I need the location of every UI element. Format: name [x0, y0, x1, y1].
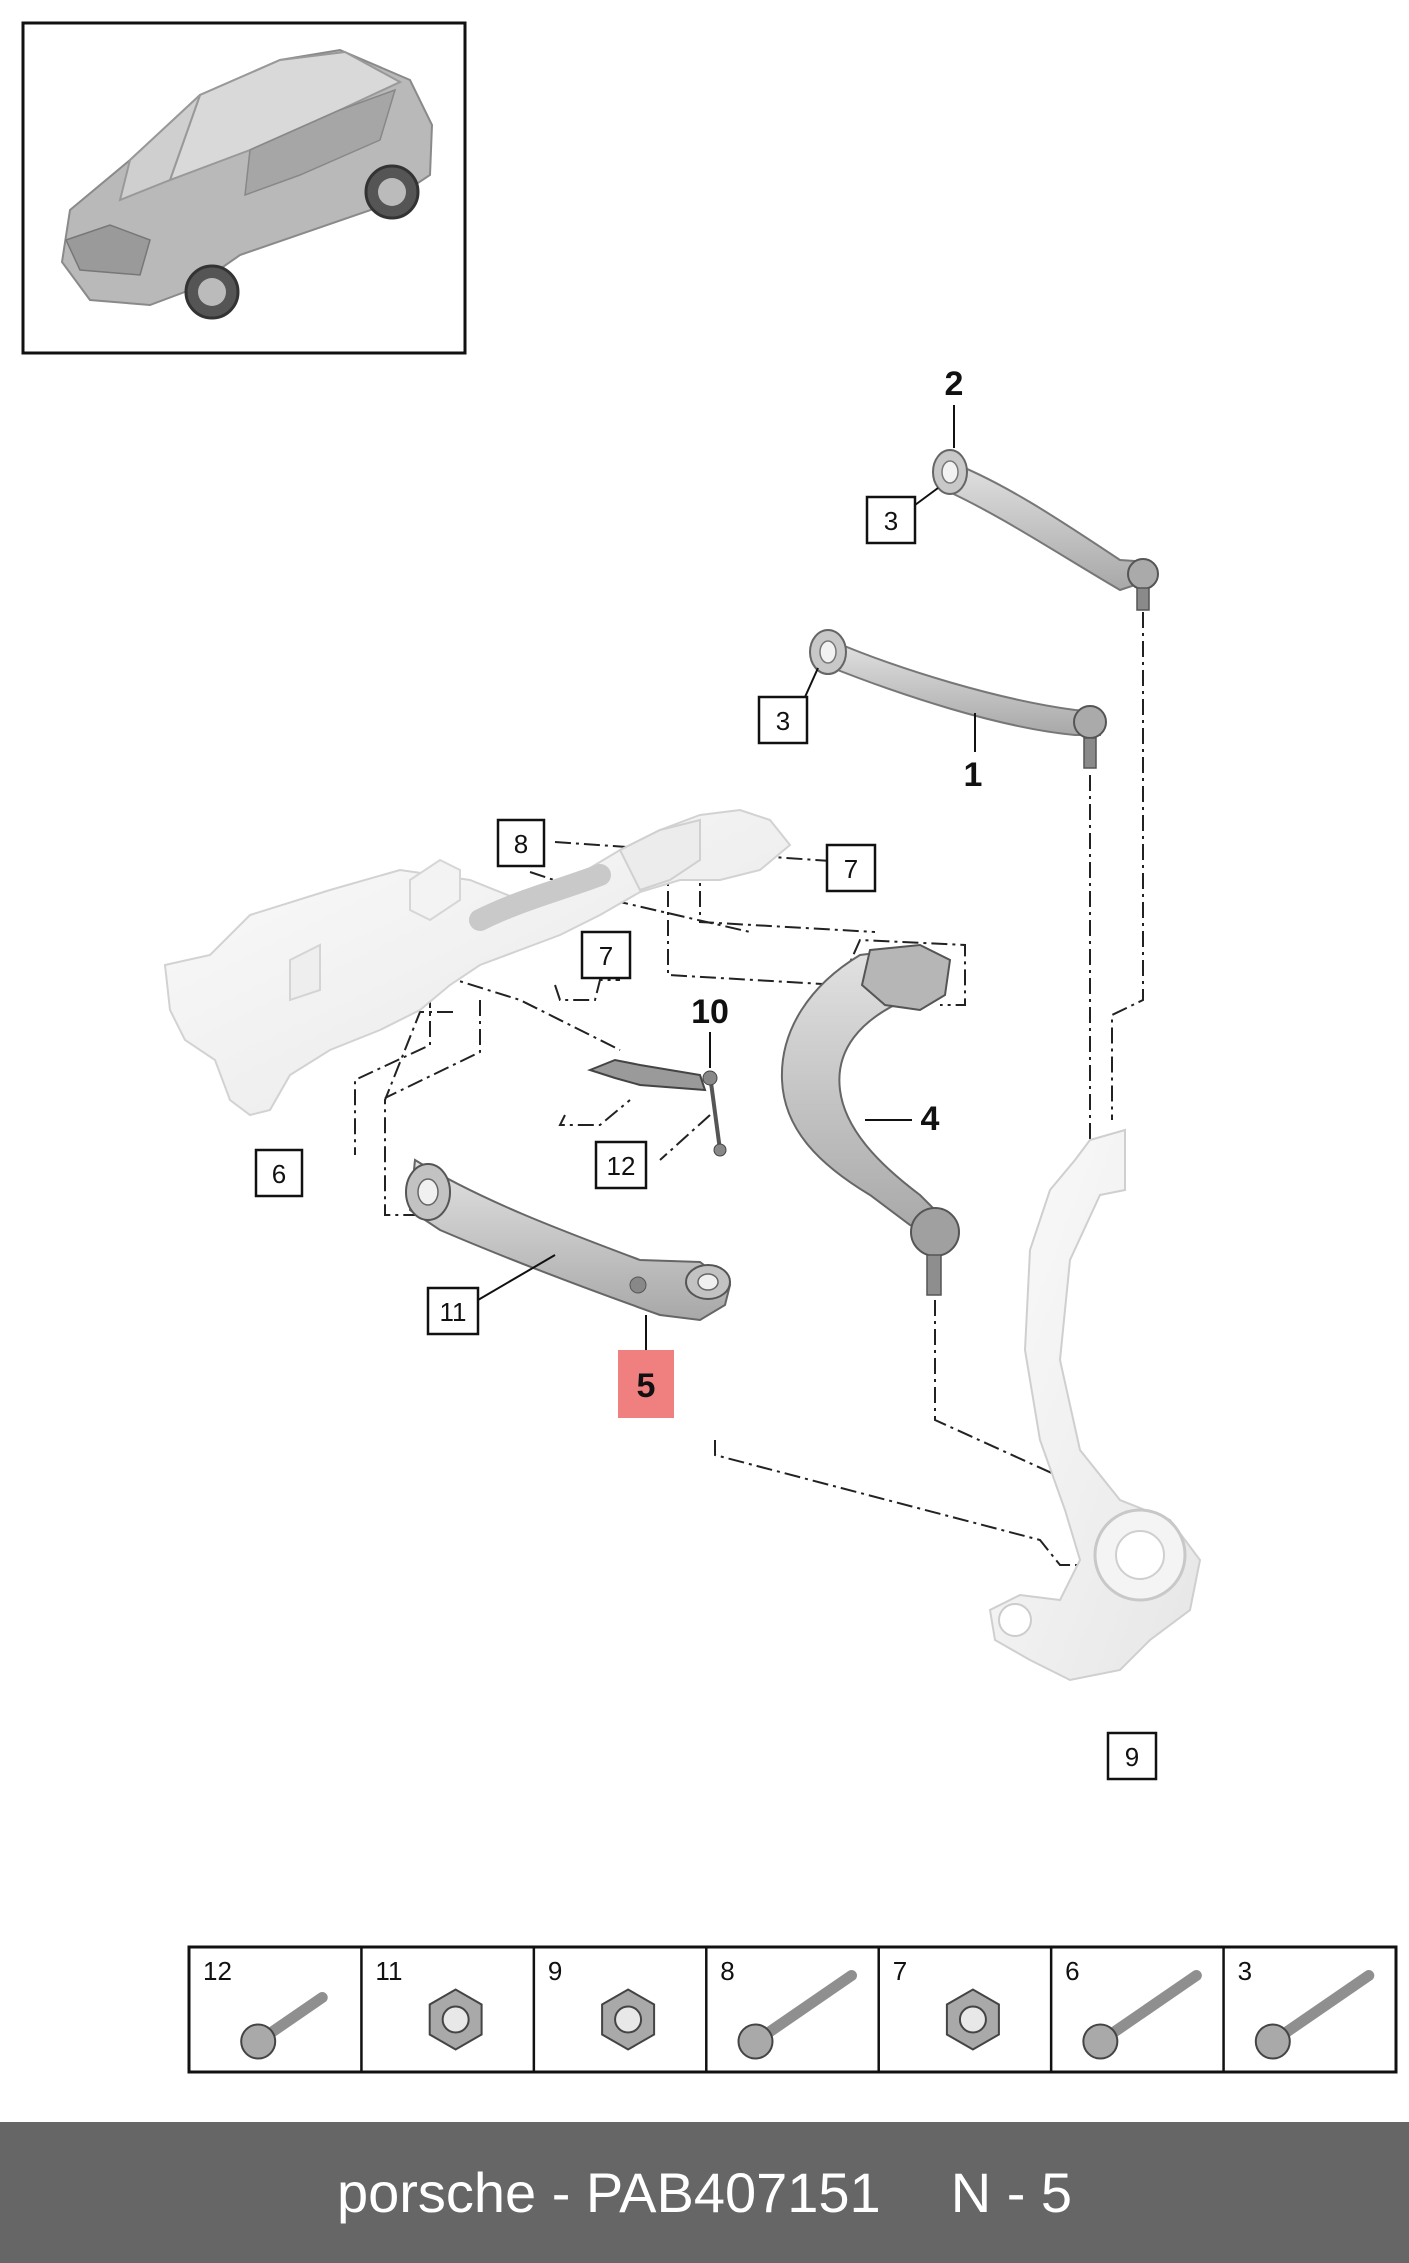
hardware-cell-label: 11 [375, 1956, 402, 1986]
callout-7-left: 7 [580, 930, 632, 980]
callout-5-highlighted: 5 [618, 1315, 674, 1418]
callout-4: 4 [865, 1100, 940, 1138]
lower-control-arm-4 [780, 943, 960, 1296]
svg-text:7: 7 [599, 941, 613, 971]
hardware-cell-label: 9 [548, 1956, 562, 1986]
subframe [163, 808, 792, 1117]
fastener-icon [1254, 1970, 1375, 2060]
hardware-cell: 9 [532, 1947, 656, 2072]
fastener-icon [601, 1988, 656, 2051]
svg-text:6: 6 [272, 1159, 286, 1189]
hardware-cell: 11 [360, 1947, 483, 2072]
svg-text:11: 11 [440, 1297, 467, 1327]
svg-text:2: 2 [945, 365, 964, 403]
callout-3-middle: 3 [757, 667, 819, 745]
hardware-cell: 8 [705, 1947, 857, 2072]
callout-3-upper: 3 [865, 487, 939, 545]
fastener-icon [428, 1988, 483, 2051]
hardware-cell: 3 [1222, 1947, 1375, 2072]
lower-control-arm-5 [405, 1158, 732, 1322]
footer-bar: porsche - PAB407151 N - 5 [0, 2122, 1409, 2263]
callout-10: 10 [691, 993, 729, 1068]
callout-7-right: 7 [825, 843, 877, 893]
svg-text:7: 7 [844, 854, 858, 884]
fastener-icon [737, 1970, 857, 2060]
hardware-cell-label: 12 [203, 1956, 232, 1986]
callout-1: 1 [964, 713, 983, 794]
callout-11: 11 [426, 1254, 556, 1336]
highlight-box [618, 1350, 674, 1418]
fastener-icon [1082, 1970, 1202, 2060]
hardware-cell-label: 6 [1065, 1956, 1079, 1986]
svg-text:3: 3 [884, 506, 898, 536]
footer-part-number: porsche - PAB407151 [336, 2161, 881, 2224]
svg-text:3: 3 [776, 706, 790, 736]
callout-8: 8 [496, 818, 546, 868]
callout-12: 12 [594, 1140, 648, 1190]
callout-9: 9 [1106, 1731, 1158, 1781]
hardware-cell: 12 [203, 1956, 328, 2060]
vehicle-thumbnail [21, 21, 467, 355]
svg-text:1: 1 [964, 756, 983, 794]
fastener-icon [240, 1992, 328, 2060]
hardware-cell-label: 3 [1238, 1956, 1252, 1986]
upper-control-arm-2 [932, 449, 1159, 611]
fastener-icon [945, 1988, 1000, 2051]
svg-text:12: 12 [607, 1151, 636, 1181]
svg-text:5: 5 [637, 1367, 656, 1405]
hardware-cell-label: 8 [720, 1956, 734, 1986]
callout-2: 2 [945, 365, 964, 448]
hardware-cell: 6 [1049, 1947, 1202, 2072]
level-sensor-10 [587, 1058, 727, 1157]
parts-diagram: 3 3 8 7 7 6 12 11 9 2 1 [21, 21, 1398, 2074]
hardware-table: 12 11 9 8 7 6 3 [187, 1945, 1398, 2074]
svg-text:10: 10 [691, 993, 729, 1031]
hardware-cell: 7 [877, 1947, 1000, 2072]
footer-reference: N - 5 [950, 2161, 1073, 2224]
callout-6: 6 [254, 1148, 304, 1198]
hardware-cell-label: 7 [893, 1956, 907, 1986]
svg-text:4: 4 [921, 1100, 940, 1138]
steering-knuckle [988, 1128, 1202, 1682]
upper-control-arm-1 [809, 629, 1107, 769]
svg-text:9: 9 [1125, 1742, 1139, 1772]
leader-lines [354, 612, 1144, 1660]
svg-text:8: 8 [514, 829, 528, 859]
